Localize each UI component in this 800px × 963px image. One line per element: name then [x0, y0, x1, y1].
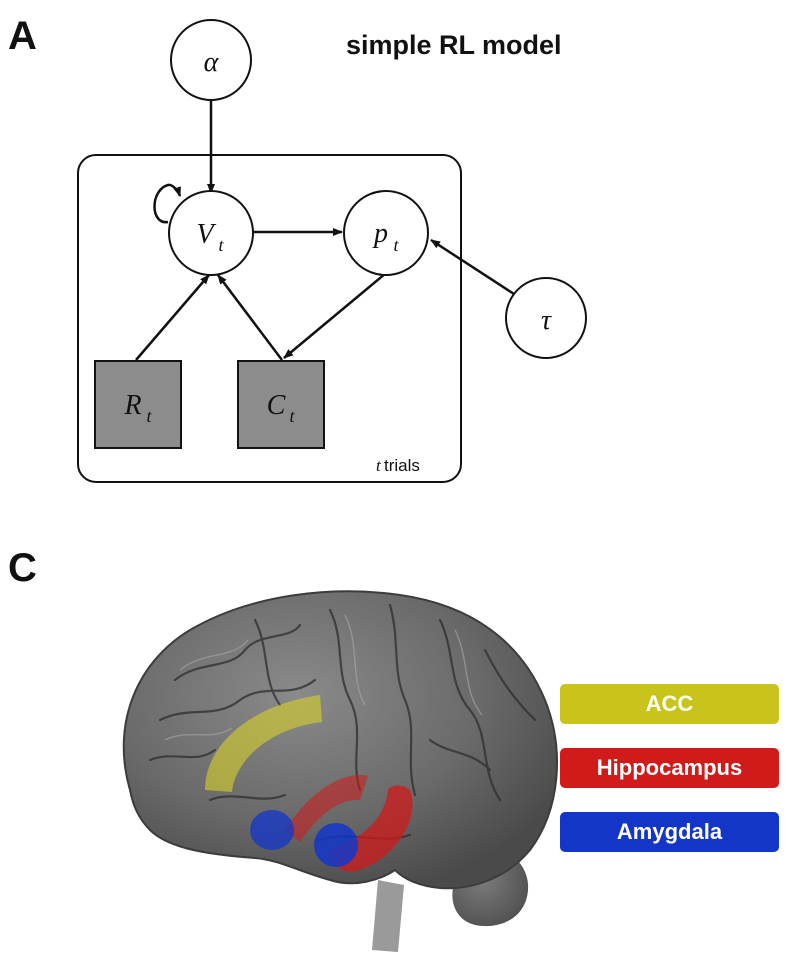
plate-label-variable: t: [376, 456, 382, 475]
node-R-label: R: [123, 390, 141, 421]
node-tau: τ: [505, 277, 587, 359]
node-V-subscript: t: [218, 235, 224, 255]
node-alpha: α: [170, 19, 252, 101]
node-R: R t: [94, 360, 182, 449]
plate-label-text: trials: [384, 456, 420, 475]
edge-tau-to-p: [430, 238, 515, 296]
node-alpha-label: α: [204, 47, 220, 78]
diagram-title: simple RL model: [346, 30, 562, 60]
node-p: p t: [343, 190, 429, 276]
legend-amygdala: Amygdala: [560, 812, 779, 852]
node-R-subscript: t: [146, 406, 152, 426]
node-C-subscript: t: [289, 406, 295, 426]
node-C: C t: [237, 360, 325, 449]
panel-c-letter: C: [8, 546, 37, 590]
edge-V-self-loop: [153, 183, 182, 224]
edge-C-to-V: [217, 274, 283, 361]
legend-hippocampus: Hippocampus: [560, 748, 779, 788]
trials-plate: [77, 154, 462, 483]
node-C-label: C: [267, 390, 286, 421]
brain-illustration: [122, 590, 558, 952]
edge-p-to-C: [283, 272, 387, 359]
node-p-label: p: [372, 218, 388, 249]
node-V: V t: [168, 190, 254, 276]
node-tau-label: τ: [541, 305, 552, 336]
edge-R-to-V: [135, 274, 210, 361]
panel-a-letter: A: [8, 14, 37, 58]
node-V-label: V: [196, 219, 216, 250]
legend-acc: ACC: [560, 684, 779, 724]
node-p-subscript: t: [393, 235, 399, 255]
